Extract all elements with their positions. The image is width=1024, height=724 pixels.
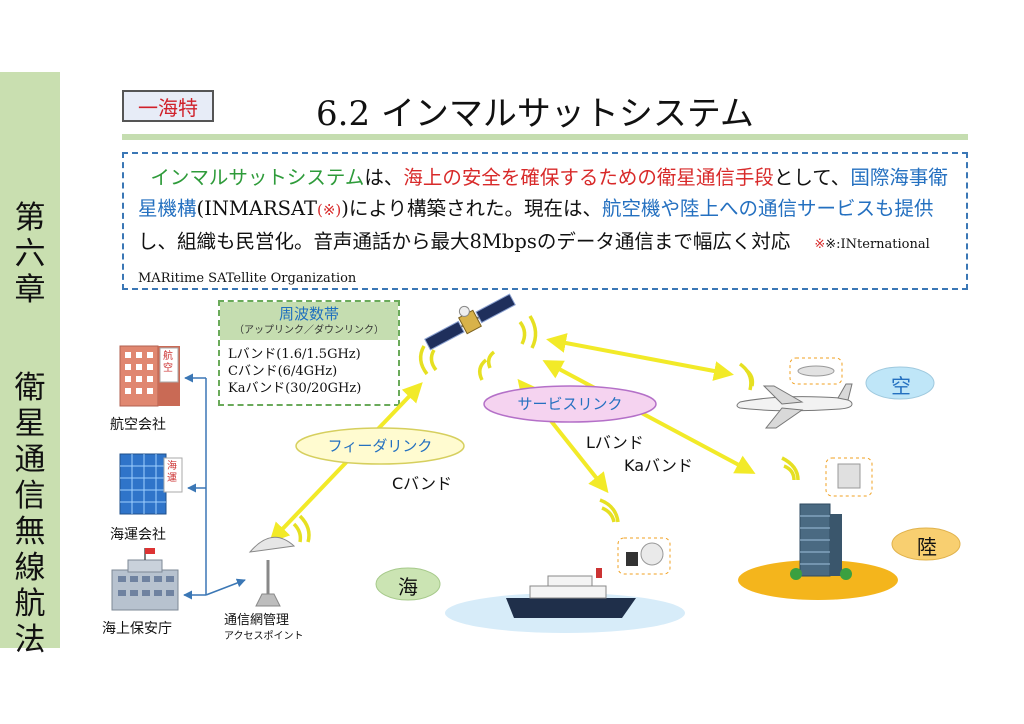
land-building-icon — [790, 503, 852, 580]
satellite-icon — [424, 293, 516, 351]
frequency-item-c: Cバンド(6/4GHz) — [228, 364, 338, 379]
shipping-building-icon — [119, 453, 183, 515]
region-land-label: 陸 — [917, 535, 937, 559]
feeder-band-label: Cバンド — [392, 474, 452, 493]
shipping-company-label: 海運会社 — [110, 527, 166, 543]
frequency-title: 周波数帯 — [278, 305, 339, 323]
frequency-item-l: Lバンド(1.6/1.5GHz) — [228, 347, 361, 362]
service-link-label: サービスリンク — [517, 395, 623, 413]
page-title: 6.2 インマルサットシステム — [316, 94, 754, 134]
ground-network-lines — [183, 373, 246, 600]
airline-building-icon — [119, 345, 180, 407]
intro-text-2: として、 — [773, 166, 851, 189]
frequency-band-box: 周波数帯 （アップリンク／ダウンリンク） Lバンド(1.6/1.5GHz) Cバ… — [218, 300, 400, 406]
intro-text-4: )により構築された。現在は、 — [341, 197, 603, 220]
title-underline — [122, 134, 968, 140]
airline-company-label: 航空会社 — [110, 417, 166, 433]
access-point-label: アクセスポイント — [224, 631, 304, 642]
exam-tag: 一海特 — [122, 90, 214, 122]
service-band-l-label: Lバンド — [586, 433, 644, 452]
airline-sign: 航空 — [163, 351, 173, 374]
ship-icon — [506, 568, 636, 618]
shipping-sign: 海運 — [167, 461, 177, 484]
coast-guard-label: 海上保安庁 — [102, 621, 172, 637]
frequency-subtitle: （アップリンク／ダウンリンク） — [234, 325, 384, 336]
intro-text-3: (INMARSAT — [196, 197, 318, 220]
service-link-beam-air — [546, 333, 734, 381]
signal-arcs — [292, 315, 800, 543]
intro-services: 航空機や陸上への通信サービスも提供 — [602, 197, 934, 220]
earth-station-dish-icon — [248, 536, 296, 607]
chapter-sidebar: 第六章 衛星通信 無線航法 — [0, 72, 60, 658]
service-link-beam-land — [542, 360, 756, 474]
intro-box: インマルサットシステムは、海上の安全を確保するための衛星通信手段として、国際海事… — [122, 152, 968, 290]
intro-note-mark: (※) — [317, 201, 342, 219]
chapter-label: 第六章 — [14, 200, 46, 308]
intro-organization: 国際海事衛星機構 — [138, 166, 948, 220]
intro-text-1: は、 — [364, 166, 404, 189]
service-band-ka-label: Kaバンド — [624, 456, 693, 475]
region-sea-label: 海 — [398, 575, 418, 599]
intro-purpose: 海上の安全を確保するための衛星通信手段 — [403, 166, 774, 189]
coast-guard-building-icon — [111, 548, 179, 611]
region-sky-label: 空 — [891, 374, 911, 398]
intro-text-5: し、組織も民営化。音声通話から最大8Mbpsのデータ通信まで幅広く対応 — [138, 230, 791, 253]
topic-label: 衛星通信 無線航法 — [14, 370, 46, 658]
network-management-label: 通信網管理 — [224, 613, 290, 628]
airplane-icon — [736, 383, 853, 429]
intro-footnote: ※※:INternational MARitime SATellite Orga… — [138, 237, 930, 286]
feeder-link-label: フィーダリンク — [327, 437, 433, 455]
intro-system-name: インマルサットシステム — [150, 166, 365, 189]
